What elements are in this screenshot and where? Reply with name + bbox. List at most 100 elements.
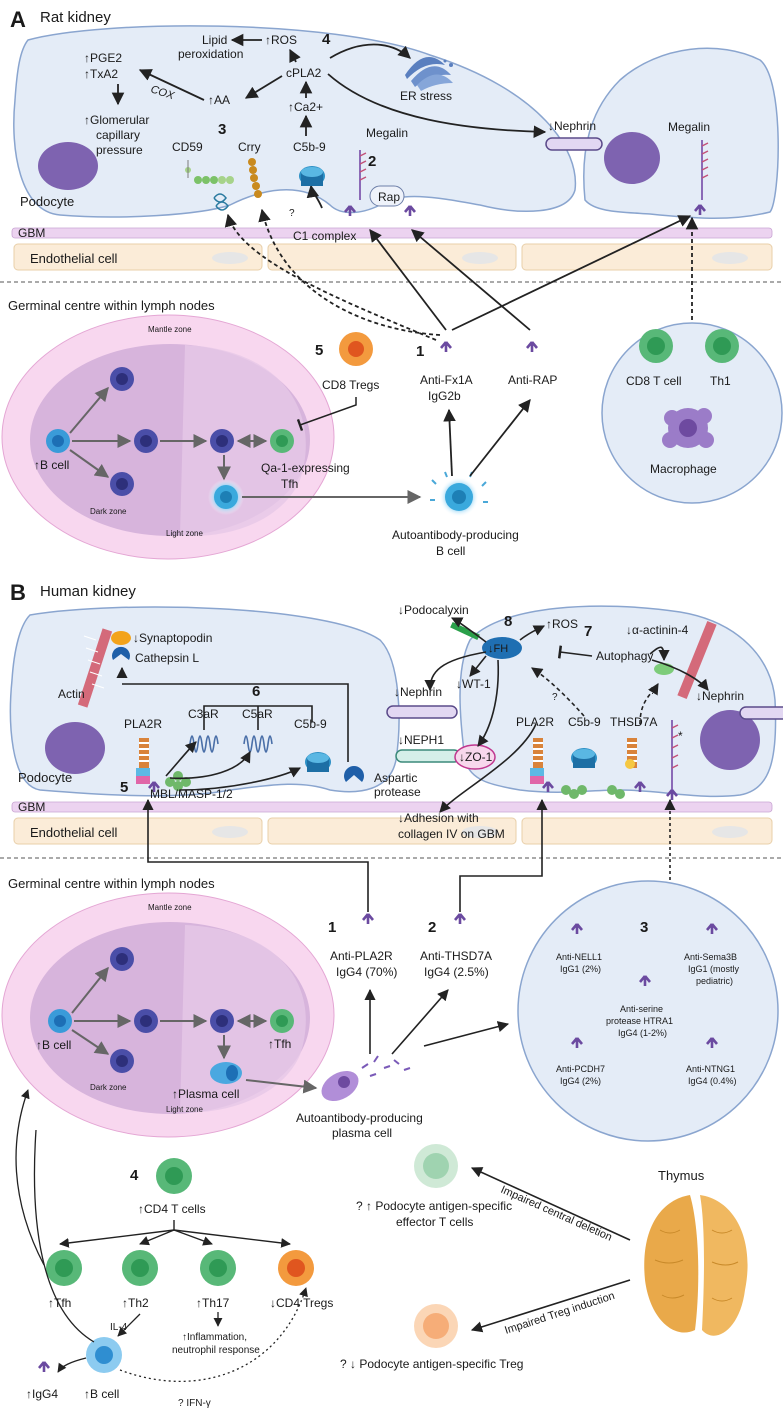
arrows-cd4-lower bbox=[15, 1089, 308, 1382]
light-a-label: Light zone bbox=[166, 529, 203, 538]
synaptopodin-label: ↓Synaptopodin bbox=[133, 631, 212, 645]
igg4-icon bbox=[37, 1360, 51, 1374]
num-a-1: 1 bbox=[416, 343, 424, 360]
panel-a: A Rat kidney Podocyte GBM Endothelial ce… bbox=[0, 7, 783, 560]
c5b9-right-icon bbox=[571, 748, 597, 768]
plasma-label: ↑Plasma cell bbox=[172, 1087, 239, 1101]
ros-b-label: ↑ROS bbox=[546, 617, 578, 631]
mbl-complex bbox=[136, 768, 191, 791]
antibody-icon bbox=[403, 204, 417, 218]
htra-1: Anti-serine bbox=[620, 1004, 663, 1014]
synaptopodin-icon bbox=[111, 631, 131, 645]
crry-icon bbox=[248, 158, 262, 198]
pcdh-2: IgG4 (2%) bbox=[560, 1076, 601, 1086]
aspartic-protease-icon bbox=[344, 766, 364, 782]
light-b-label: Light zone bbox=[166, 1105, 203, 1114]
c5b9-left-label: C5b-9 bbox=[294, 717, 327, 731]
antifx1a-icon bbox=[439, 340, 453, 354]
qa1-1: Qa-1-expressing bbox=[261, 461, 350, 475]
antithsd7a-icon bbox=[453, 912, 467, 926]
actin-right-icon bbox=[677, 621, 717, 699]
qa1-2: Tfh bbox=[281, 477, 298, 491]
antipla2r-icon bbox=[361, 912, 375, 926]
nephrin-mid-label: ↓Nephrin bbox=[394, 685, 442, 699]
antirap-icon bbox=[525, 340, 539, 354]
cd8t-icon bbox=[639, 329, 673, 363]
gc-cells-a bbox=[46, 367, 294, 515]
cd4treg-icon bbox=[278, 1250, 314, 1286]
c5b9-a-icon bbox=[299, 166, 325, 186]
arrows-b-right bbox=[424, 617, 709, 813]
adhesion-2: collagen IV on GBM bbox=[398, 827, 505, 841]
star-antigen-icon bbox=[671, 720, 679, 790]
autob-a-2: B cell bbox=[436, 544, 465, 558]
sema-3: pediatric) bbox=[696, 976, 733, 986]
rap-icon bbox=[369, 185, 405, 207]
gbm-a bbox=[11, 227, 773, 239]
ros-a: ↑ROS bbox=[265, 33, 297, 47]
infl-2: neutrophil response bbox=[172, 1345, 260, 1356]
bcell-a-label: ↑B cell bbox=[34, 458, 69, 472]
arrows-b-6 bbox=[116, 666, 349, 762]
glom-2: capillary bbox=[96, 128, 140, 142]
gc-arrows-a bbox=[69, 386, 422, 504]
autoantibody-plasma-cell bbox=[321, 1055, 411, 1102]
q1-label: ? bbox=[552, 692, 558, 703]
autop-2: plasma cell bbox=[332, 1126, 392, 1140]
podocyte-b-left bbox=[9, 606, 400, 797]
actinin-icon bbox=[654, 663, 674, 675]
zo1-icon bbox=[454, 744, 496, 770]
ifn-label: ? IFN-γ bbox=[178, 1398, 211, 1409]
podocyte-a-label: Podocyte bbox=[20, 194, 74, 209]
autop-1: Autoantibody-producing bbox=[296, 1111, 423, 1125]
nucleus-b-right bbox=[700, 710, 760, 770]
podocalyxin-icon bbox=[450, 621, 480, 641]
panel-b: B Human kidney Podocyte GBM Endothelial … bbox=[0, 580, 783, 1409]
c5b9-a-label: C5b-9 bbox=[293, 140, 326, 154]
zo1-label: ↓ZO-1 bbox=[459, 750, 493, 764]
nucleus-a-left bbox=[38, 142, 98, 190]
ntng-1: Anti-NTNG1 bbox=[686, 1064, 735, 1074]
bcell-b-label: ↑B cell bbox=[36, 1038, 71, 1052]
mbl-label: MBL/MASP-1/2 bbox=[150, 787, 233, 801]
star-label: * bbox=[678, 729, 683, 743]
lipid-a-1: Lipid bbox=[202, 33, 227, 47]
treginduction-label: Impaired Treg induction bbox=[503, 1290, 616, 1337]
c5b9-left-icon bbox=[305, 752, 331, 772]
actin-label: Actin bbox=[58, 687, 85, 701]
antithsd-1: Anti-THSD7A bbox=[420, 949, 492, 963]
aspartic-1: Aspartic bbox=[374, 771, 417, 785]
macrophage-label: Macrophage bbox=[650, 462, 717, 476]
htra-2: protease HTRA1 bbox=[606, 1016, 673, 1026]
lipid-a-2: peroxidation bbox=[178, 47, 243, 61]
cd4treg-label: ↓CD4 Tregs bbox=[270, 1296, 333, 1310]
num-b-1: 1 bbox=[328, 919, 336, 936]
glom-1: ↑Glomerular bbox=[84, 113, 149, 127]
endo-nucleus bbox=[712, 252, 748, 264]
endo-a-3 bbox=[521, 243, 773, 271]
cd59-label: CD59 bbox=[172, 140, 203, 154]
adhesion-1: ↓Adhesion with bbox=[398, 811, 479, 825]
qmark-a: ? bbox=[289, 208, 295, 219]
actin-icon bbox=[77, 628, 113, 708]
num-b-2: 2 bbox=[428, 919, 436, 936]
num-a-3: 3 bbox=[218, 121, 226, 138]
endo-b-1 bbox=[13, 817, 263, 845]
num-b-8: 8 bbox=[504, 613, 512, 630]
htra-3: IgG4 (1-2%) bbox=[618, 1028, 667, 1038]
endo-a-1 bbox=[13, 243, 263, 271]
endo-nucleus bbox=[712, 826, 748, 838]
cathepsin-icon bbox=[112, 646, 130, 660]
ca2-label: ↑Ca2+ bbox=[288, 100, 323, 114]
arrows-cd4 bbox=[59, 1220, 291, 1248]
arrows-a bbox=[111, 33, 547, 209]
th17-icon bbox=[200, 1250, 236, 1286]
actinin-label: ↓α-actinin-4 bbox=[626, 623, 689, 637]
gc-a-title: Germinal centre within lymph nodes bbox=[8, 298, 215, 313]
nephrin-right-label: ↓Nephrin bbox=[696, 689, 744, 703]
tfh2-label: ↑Tfh bbox=[48, 1296, 71, 1310]
cathepsin-label: Cathepsin L bbox=[135, 651, 199, 665]
endo-a-2 bbox=[267, 243, 517, 271]
cpla2-label: cPLA2 bbox=[286, 66, 322, 80]
